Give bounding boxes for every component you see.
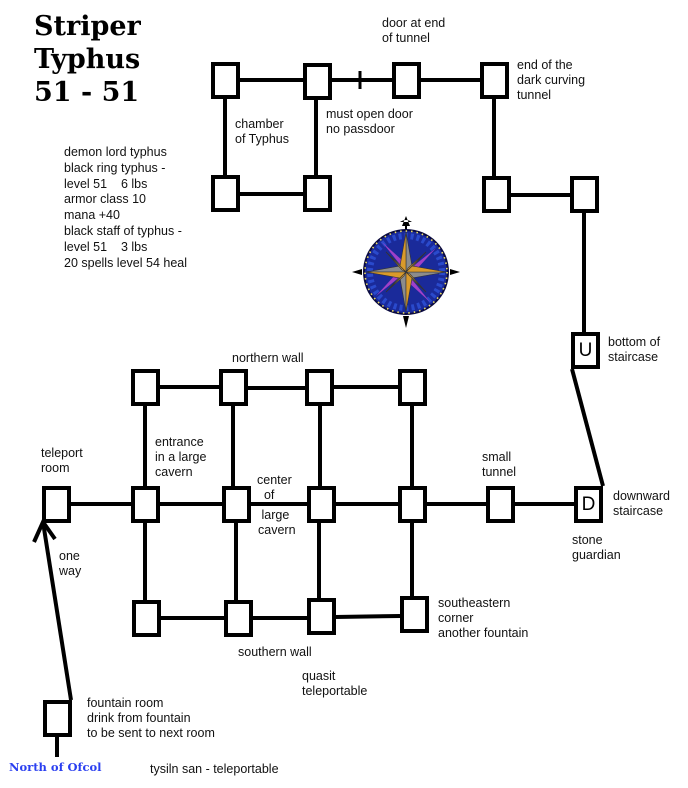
room-north-1 [131,369,160,406]
room-chamber-sw [211,175,240,212]
label-small-tunnel: small tunnel [482,450,517,479]
label-southern-wall: southern wall [238,645,312,659]
room-bottom-staircase: U [571,332,600,369]
room-center-cavern [307,486,336,523]
room-door-end-tunnel [392,62,421,99]
room-fountain [43,700,72,737]
room-south-1 [132,600,161,637]
note-line: black staff of typhus - [64,223,182,238]
room-downward-staircase: D [574,486,603,523]
room-middle-2 [222,486,251,523]
room-end-dark-tunnel [480,62,509,99]
compass-rose-icon [352,216,460,328]
note-line: black ring typhus - [64,160,166,175]
note-line: armor class 10 [64,192,146,207]
passage [334,614,401,619]
note-line: 20 spells level 54 heal [64,255,187,270]
room-chamber-ne [303,63,332,100]
link-north-of-ofcol[interactable]: North of Ofcol [9,760,102,774]
room-entrance-cavern [131,486,160,523]
one-way-arrow [41,521,73,701]
note-line: level 51 3 lbs [64,239,148,254]
label-southeastern-corner: southeastern corner another fountain [438,596,529,640]
label-end-dark-tunnel: end of the dark curving tunnel [517,58,586,102]
label-tysiln-san: tysiln san - teleportable [150,762,279,776]
label-northern-wall: northern wall [232,351,304,365]
room-quasit [307,598,336,635]
label-fountain-room: fountain room drink from fountain to be … [87,696,215,740]
room-chamber-nw [211,62,240,99]
room-north-4 [398,369,427,406]
room-northern-wall [219,369,248,406]
room-tunnel-east [570,176,599,213]
note-line: mana +40 [64,208,120,223]
label-downward-staircase: downward staircase [613,489,670,518]
label-large-cavern: large cavern [258,508,296,537]
label-quasit: quasit teleportable [302,669,368,698]
note-line: demon lord typhus [64,145,167,159]
note-line: level 51 6 lbs [64,176,148,191]
room-chamber-se [303,175,332,212]
map-title: Striper Typhus 51 - 51 [34,10,141,109]
label-door-end-tunnel: door at end of tunnel [382,16,446,45]
room-teleport [42,486,71,523]
label-center-of: center of [257,473,292,502]
room-north-3 [305,369,334,406]
label-stone-guardian: stone guardian [572,533,621,562]
room-tunnel-bend [482,176,511,213]
label-one-way: one way [59,549,82,578]
room-small-tunnel [486,486,515,523]
label-chamber-typhus: chamber of Typhus [235,117,289,146]
up-marker: U [578,339,593,361]
passage-staircase [570,368,605,487]
title-level-range: 51 - 51 [34,77,140,108]
title-line-2: Typhus [34,44,141,75]
down-marker: D [581,493,596,515]
label-must-open-door: must open door no passdoor [326,107,413,136]
room-southeastern-corner [400,596,429,633]
title-line-1: Striper [34,11,141,42]
passages [32,71,605,757]
room-middle-4 [398,486,427,523]
label-teleport-room: teleport room [41,446,83,475]
label-bottom-staircase: bottom of staircase [608,335,661,364]
label-entrance-cavern: entrance in a large cavern [155,435,207,479]
room-southern-wall [224,600,253,637]
